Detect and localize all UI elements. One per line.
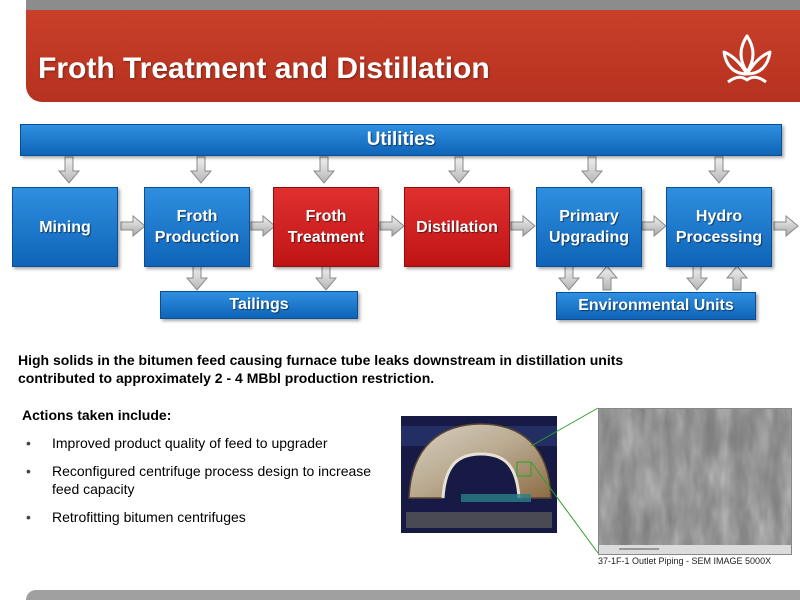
process-box-distillation: Distillation — [404, 187, 510, 267]
right-arrow-icon — [250, 214, 276, 238]
process-box-mining: Mining — [12, 187, 118, 267]
tailings-bar: Tailings — [160, 291, 358, 319]
down-arrow-icon — [57, 156, 81, 184]
up-arrow-icon — [595, 265, 619, 291]
pipe-photo — [401, 416, 557, 533]
process-box-froth-treatment: Froth Treatment — [273, 187, 379, 267]
process-box-hydro-processing: Hydro Processing — [666, 187, 772, 267]
process-label: Froth Production — [154, 208, 240, 246]
right-arrow-icon — [773, 214, 799, 238]
list-item: Improved product quality of feed to upgr… — [22, 434, 382, 452]
process-box-froth-production: Froth Production — [144, 187, 250, 267]
pipe-elbow-image — [401, 416, 557, 533]
actions-heading: Actions taken include: — [22, 407, 172, 423]
right-arrow-icon — [510, 214, 536, 238]
down-arrow-icon — [185, 265, 209, 291]
right-arrow-icon — [120, 214, 146, 238]
down-arrow-icon — [314, 265, 338, 291]
image-caption: 37-1F-1 Outlet Piping - SEM IMAGE 5000X — [598, 556, 772, 566]
page-title: Froth Treatment and Distillation — [38, 52, 490, 85]
sem-micrograph — [598, 408, 792, 555]
down-arrow-icon — [312, 156, 336, 184]
process-label: Hydro Processing — [675, 208, 763, 246]
process-label: Froth Treatment — [287, 208, 365, 246]
right-arrow-icon — [379, 214, 405, 238]
down-arrow-icon — [189, 156, 213, 184]
title-banner: Froth Treatment and Distillation — [26, 10, 800, 102]
sem-texture-image — [599, 409, 791, 554]
process-label: Primary Upgrading — [549, 208, 629, 246]
bottom-accent-bar — [26, 590, 800, 600]
actions-list: Improved product quality of feed to upgr… — [22, 434, 382, 536]
right-arrow-icon — [641, 214, 667, 238]
list-item: Reconfigured centrifuge process design t… — [22, 462, 382, 498]
process-box-primary-upgrading: Primary Upgrading — [536, 187, 642, 267]
down-arrow-icon — [685, 265, 709, 291]
up-arrow-icon — [725, 265, 749, 291]
process-label: Distillation — [416, 218, 498, 236]
down-arrow-icon — [557, 265, 581, 291]
environmental-units-bar: Environmental Units — [556, 292, 756, 320]
down-arrow-icon — [447, 156, 471, 184]
top-accent-bar — [26, 0, 800, 10]
down-arrow-icon — [580, 156, 604, 184]
summary-text: High solids in the bitumen feed causing … — [18, 352, 624, 386]
logo-icon — [722, 34, 772, 84]
list-item: Retrofitting bitumen centrifuges — [22, 508, 382, 526]
process-label: Mining — [39, 218, 91, 236]
down-arrow-icon — [707, 156, 731, 184]
utilities-bar: Utilities — [20, 124, 782, 156]
